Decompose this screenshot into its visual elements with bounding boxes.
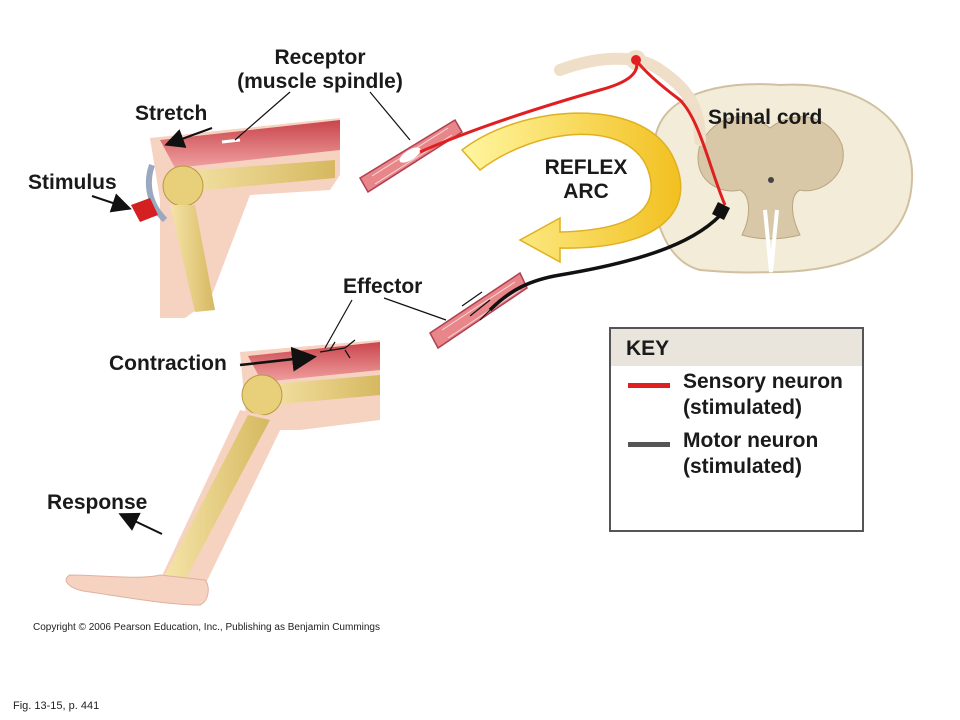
receptor-pointer-line-2 [369,91,411,141]
upper-tibia-bone [170,205,215,312]
motor-neuron-label: Motor neuron [683,429,819,452]
upper-spindle-mark [221,138,241,144]
effector-pointer-line [383,297,447,321]
copyright-text: Copyright © 2006 Pearson Education, Inc.… [33,622,380,633]
upper-knee-joint [162,165,204,207]
sensory-neuron-sub-label: (stimulated) [683,396,803,419]
response-label: Response [47,491,148,514]
reflex-label: REFLEX [544,156,628,179]
receptor-pointer-line [234,91,291,141]
upper-femur-bone [175,160,335,192]
upper-quadriceps-muscle [160,120,340,168]
key-title: KEY [626,337,670,360]
motor-cell-body [712,202,730,220]
effector-label: Effector [343,275,423,298]
effector-muscle [429,271,528,350]
contraction-label: Contraction [109,352,227,375]
upper-knee-illustration [91,91,411,318]
sensory-neuron-swatch [628,383,670,388]
motor-neuron-sub-label: (stimulated) [683,455,803,478]
receptor-sub-label: (muscle spindle) [237,70,403,93]
stretch-arrow [164,127,213,148]
lower-foot [65,574,209,606]
contraction-arrow [239,346,317,372]
key-header: KEY [611,329,862,366]
key-legend: KEY Sensory neuron (stimulated) Motor ne… [609,327,864,532]
spinal-cord-cross-section [554,50,914,274]
reflex-hammer [131,198,158,222]
figure-reference: Fig. 13-15, p. 441 [13,700,100,712]
arc-label: ARC [563,180,609,203]
upper-patellar-tendon [145,164,168,223]
receptor-muscle-spindle [358,118,464,194]
lower-knee-joint [241,374,283,416]
motor-neuron-path [488,208,727,312]
lower-leg-illustration [65,299,380,606]
effector-pointer-line-2 [324,299,353,349]
lower-nerve-endings [319,339,356,359]
reflex-arc-arrow [460,112,682,264]
lower-femur-bone [262,375,380,405]
stimulus-label: Stimulus [28,171,117,194]
spinal-cord-label: Spinal cord [708,106,823,129]
sensory-cell-body [631,55,641,65]
lower-tibia-bone [165,415,270,580]
sensory-neuron-label: Sensory neuron [683,370,843,393]
receptor-label: Receptor [274,46,366,69]
stimulus-arrow [91,193,132,213]
response-arrow [118,512,163,535]
stretch-label: Stretch [135,102,208,125]
motor-neuron-swatch [628,442,670,447]
